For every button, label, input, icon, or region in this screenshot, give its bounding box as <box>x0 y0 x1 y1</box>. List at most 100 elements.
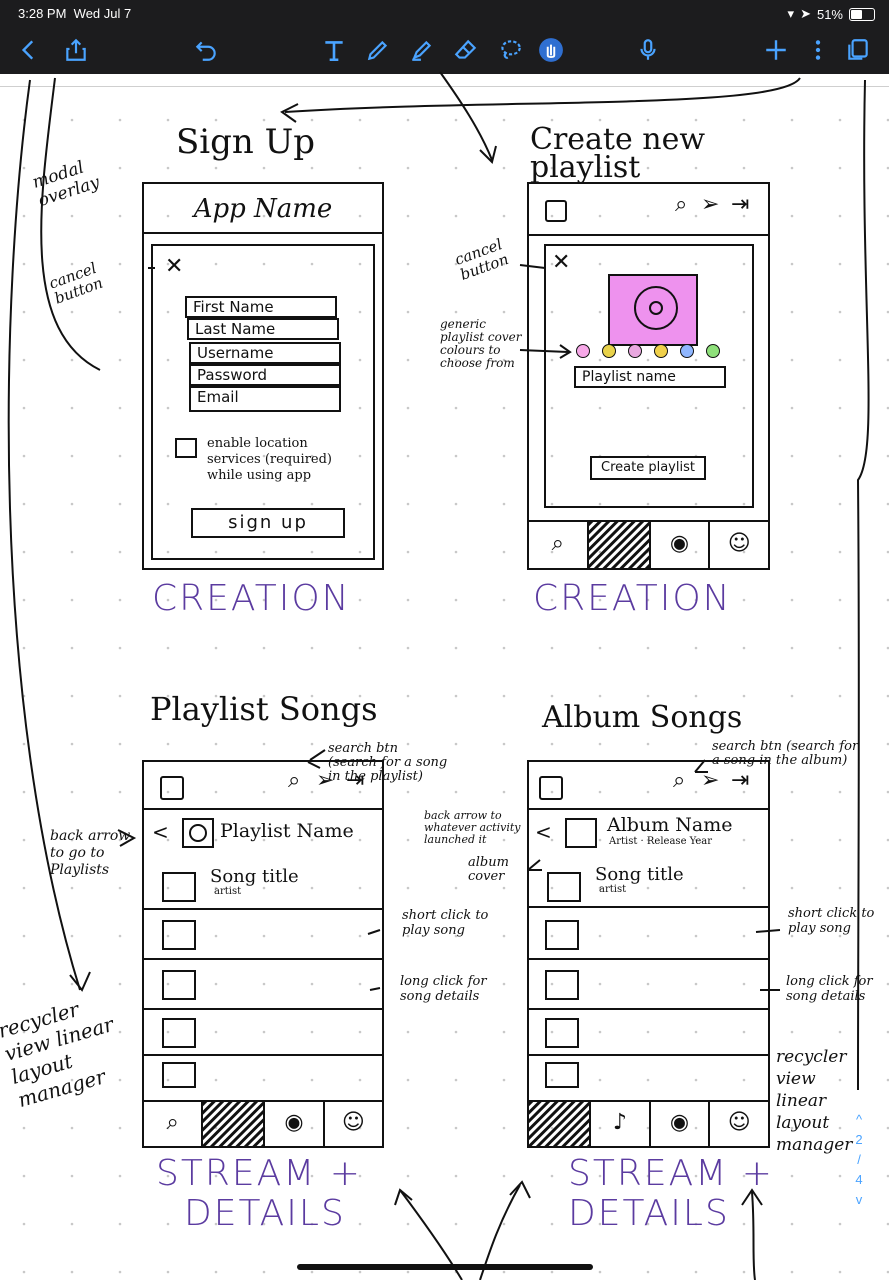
highlighter-icon[interactable] <box>406 32 438 68</box>
nav-map-icon[interactable]: ◉ <box>265 1102 325 1146</box>
password-field[interactable]: Password <box>189 364 341 386</box>
hand-icon[interactable] <box>535 32 567 68</box>
colour-swatch[interactable] <box>706 344 720 358</box>
email-field[interactable]: Email <box>189 386 341 412</box>
row-divider <box>529 1054 768 1056</box>
playlist-name: Playlist Name <box>220 820 354 842</box>
album-send-icon[interactable]: ➢ <box>701 768 720 793</box>
album-section-label: STREAM + DETAILS <box>568 1154 774 1234</box>
username-field[interactable]: Username <box>189 342 341 364</box>
song-thumb[interactable] <box>545 1018 579 1048</box>
colour-swatch[interactable] <box>628 344 642 358</box>
sign-up-button[interactable]: sign up <box>191 508 345 538</box>
nav-profile-icon[interactable]: ☺ <box>341 1110 365 1135</box>
signup-phone-frame: App Name ✕ First Name Last Name Username… <box>142 182 384 570</box>
ann-album-long-click: long click for song details <box>786 974 873 1004</box>
playlist-cover-thumb <box>182 818 214 848</box>
signup-section-label: CREATION <box>152 578 351 619</box>
status-right: ▾ ➤ 51% <box>788 6 875 22</box>
page-indicator[interactable]: ^ 2 / 4 v <box>849 1110 869 1210</box>
playlist-search-icon[interactable]: ⌕ <box>288 768 301 793</box>
menu-icon[interactable] <box>545 200 567 222</box>
signup-title: Sign Up <box>176 122 316 162</box>
song-thumb[interactable] <box>162 1018 196 1048</box>
page-down-icon[interactable]: v <box>855 1192 863 1207</box>
create-playlist-title: Create new playlist <box>530 122 706 185</box>
playlist-logout-icon[interactable]: ⇥ <box>346 768 365 793</box>
mic-icon[interactable] <box>632 32 664 68</box>
signup-close-icon[interactable]: ✕ <box>165 254 184 279</box>
nav-profile-icon[interactable]: ☺ <box>727 531 751 556</box>
playlist-back-icon[interactable]: < <box>152 820 169 844</box>
location-checkbox[interactable] <box>175 438 197 458</box>
playlist-songs-title: Playlist Songs <box>150 690 378 728</box>
playlist-menu-icon[interactable] <box>160 776 184 800</box>
signup-app-name: App Name <box>193 194 333 224</box>
playlist-send-icon[interactable]: ➢ <box>316 768 335 793</box>
nav-profile-icon[interactable]: ☺ <box>727 1110 751 1135</box>
last-name-field[interactable]: Last Name <box>187 318 339 340</box>
location-checkbox-label: enable location services (required) whil… <box>207 436 332 483</box>
song-thumb[interactable] <box>162 970 196 1000</box>
nav-map-icon[interactable]: ◉ <box>651 522 711 568</box>
colour-swatch[interactable] <box>602 344 616 358</box>
pages-icon[interactable] <box>842 32 874 68</box>
album-songs-title: Album Songs <box>542 700 743 735</box>
nav-music-tab[interactable] <box>588 522 651 568</box>
section-line-2: DETAILS <box>568 1193 730 1234</box>
top-divider <box>0 86 889 87</box>
eraser-icon[interactable] <box>450 32 482 68</box>
text-tool-icon[interactable] <box>318 32 350 68</box>
nav-search-icon[interactable]: ⌕ <box>529 522 589 568</box>
pen-icon[interactable] <box>362 32 394 68</box>
playlist-name-field[interactable]: Playlist name <box>574 366 726 388</box>
colour-swatch[interactable] <box>576 344 590 358</box>
section-line-2: DETAILS <box>184 1193 346 1234</box>
album-search-icon[interactable]: ⌕ <box>673 768 686 793</box>
song-thumb[interactable] <box>545 970 579 1000</box>
song-thumb[interactable] <box>545 920 579 950</box>
colour-swatch[interactable] <box>654 344 668 358</box>
album-back-icon[interactable]: < <box>535 820 552 844</box>
playlist-bottom-nav: ⌕ ◉ ☺ <box>144 1102 382 1146</box>
nav-map-icon[interactable]: ◉ <box>651 1102 711 1146</box>
colour-swatch[interactable] <box>680 344 694 358</box>
lasso-icon[interactable] <box>494 32 526 68</box>
logout-icon[interactable]: ⇥ <box>731 192 750 217</box>
back-icon[interactable] <box>14 32 44 68</box>
nav-search-tab[interactable] <box>529 1102 591 1146</box>
song-thumb[interactable] <box>545 1062 579 1088</box>
page-up-icon[interactable]: ^ <box>855 1112 863 1127</box>
total-pages: 4 <box>855 1172 863 1187</box>
home-indicator[interactable] <box>297 1264 593 1270</box>
send-icon[interactable]: ➢ <box>701 192 720 217</box>
ann-cover-colours: generic playlist cover colours to choose… <box>440 317 522 370</box>
add-icon[interactable] <box>760 32 792 68</box>
song-thumb <box>162 872 196 902</box>
nav-search-icon[interactable]: ⌕ <box>144 1102 204 1146</box>
search-icon[interactable]: ⌕ <box>675 192 688 217</box>
more-icon[interactable] <box>804 32 832 68</box>
nav-music-tab[interactable] <box>203 1102 266 1146</box>
wifi-icon: ▾ <box>787 6 795 21</box>
album-logout-icon[interactable]: ⇥ <box>731 768 750 793</box>
battery-icon <box>849 7 875 21</box>
location-icon: ➤ <box>800 6 811 21</box>
album-menu-icon[interactable] <box>539 776 563 800</box>
song-artist: artist <box>214 886 242 897</box>
first-name-field[interactable]: First Name <box>185 296 337 318</box>
create-header-divider <box>529 234 768 236</box>
share-icon[interactable] <box>60 32 92 68</box>
nav-music-icon[interactable]: ♪ <box>591 1102 651 1146</box>
row-divider <box>529 1008 768 1010</box>
current-page: 2 <box>855 1132 863 1147</box>
song-thumb[interactable] <box>162 920 196 950</box>
ann-album-search: search btn (search for a song in the alb… <box>712 739 859 768</box>
album-header-divider <box>529 808 768 810</box>
song-thumb[interactable] <box>162 1062 196 1088</box>
undo-icon[interactable] <box>190 32 222 68</box>
row-divider <box>529 1100 768 1102</box>
create-close-icon[interactable]: ✕ <box>552 250 571 275</box>
row-divider <box>144 1100 382 1102</box>
create-playlist-button[interactable]: Create playlist <box>590 456 706 480</box>
